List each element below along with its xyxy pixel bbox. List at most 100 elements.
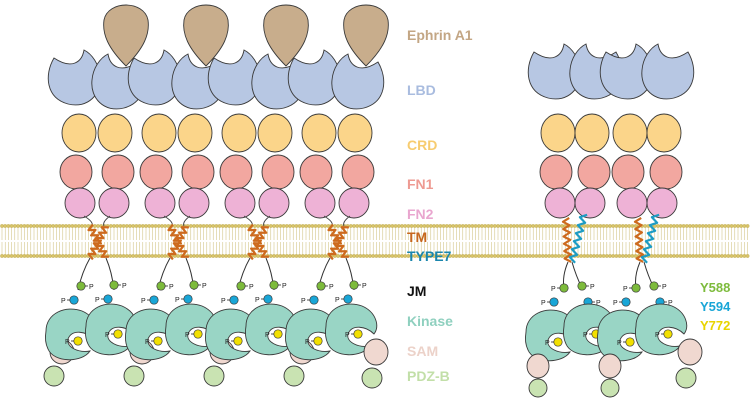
- lipid-head: [617, 224, 622, 228]
- lipid-head: [524, 224, 529, 228]
- lipid-head: [80, 254, 84, 258]
- lipid-head: [470, 224, 475, 228]
- lipid-head: [230, 224, 235, 228]
- label-type7: TYPE7: [407, 248, 452, 264]
- lipid-head: [272, 224, 276, 228]
- y588-site: [559, 283, 569, 293]
- lipid-head: [115, 224, 120, 228]
- lipid-head: [70, 224, 75, 228]
- lipid-head: [124, 224, 129, 228]
- crd-domain: [301, 113, 337, 153]
- phospho-p-label: P: [596, 300, 601, 307]
- lipid-head: [736, 254, 740, 258]
- lipid-head: [3, 254, 8, 258]
- lipid-head: [243, 224, 248, 228]
- kinase-domain: [164, 303, 218, 356]
- lipid-head: [732, 224, 737, 228]
- label-pdz-b: PDZ-B: [407, 368, 450, 384]
- lipid-head: [499, 254, 504, 258]
- fn1-domain: [649, 154, 683, 190]
- lipid-head: [704, 254, 708, 258]
- label-fn2: FN2: [407, 206, 434, 222]
- lipid-head: [524, 254, 529, 258]
- lipid-head: [192, 254, 196, 258]
- lipid-head: [528, 224, 532, 228]
- lipid-head: [32, 224, 36, 228]
- lipid-head: [374, 224, 379, 228]
- lipid-head: [156, 254, 161, 258]
- lipid-head: [41, 254, 46, 258]
- lipid-head: [659, 254, 664, 258]
- lipid-head: [704, 224, 708, 228]
- lipid-head: [745, 254, 750, 258]
- lipid-head: [137, 224, 142, 228]
- lipid-head: [150, 224, 155, 228]
- lipid-head: [198, 224, 203, 228]
- y772-site: [625, 337, 635, 347]
- lipid-head: [224, 224, 228, 228]
- crd-domain: [221, 113, 257, 153]
- lipid-head: [675, 224, 680, 228]
- phospho-p-label: P: [89, 284, 94, 291]
- lipid-head: [585, 254, 590, 258]
- tm-helix: [167, 226, 189, 261]
- lipid-head: [140, 224, 145, 228]
- lipid-head: [368, 254, 372, 258]
- lipid-head: [473, 254, 478, 258]
- lipid-head: [656, 254, 660, 258]
- lipid-head: [80, 224, 84, 228]
- lipid-head: [51, 224, 56, 228]
- lipid-head: [307, 224, 312, 228]
- lipid-head: [697, 254, 702, 258]
- lipid-head: [112, 224, 116, 228]
- lipid-head: [556, 254, 561, 258]
- lipid-head: [515, 254, 520, 258]
- y772-site: [233, 336, 243, 346]
- phospho-p-label: P: [335, 297, 340, 304]
- lipid-head: [694, 254, 699, 258]
- lipid-head: [12, 254, 17, 258]
- lipid-head: [393, 254, 398, 258]
- lipid-head: [387, 254, 392, 258]
- lipid-head: [726, 224, 731, 228]
- crd-domain: [574, 113, 610, 153]
- lipid-head: [672, 254, 676, 258]
- lipid-head: [6, 224, 11, 228]
- lipid-head: [716, 254, 721, 258]
- fn1-domain: [59, 154, 93, 190]
- lipid-head: [668, 224, 673, 228]
- y594-site: [103, 294, 113, 304]
- fn1-domain: [577, 154, 611, 190]
- lipid-head: [198, 254, 203, 258]
- lipid-head: [352, 254, 356, 258]
- lipid-head: [368, 224, 372, 228]
- lipid-head: [547, 254, 552, 258]
- lipid-head: [515, 224, 520, 228]
- lipid-head: [531, 254, 536, 258]
- lipid-head: [291, 224, 296, 228]
- lipid-head: [118, 224, 123, 228]
- lipid-head: [544, 254, 548, 258]
- lipid-head: [281, 254, 286, 258]
- lipid-head: [390, 254, 395, 258]
- phospho-p-label: P: [541, 300, 546, 307]
- lipid-head: [691, 224, 696, 228]
- phospho-p-label: P: [583, 332, 588, 339]
- lipid-head: [684, 254, 689, 258]
- lipid-head: [323, 254, 328, 258]
- type7-helix: [568, 213, 588, 264]
- lipid-head: [83, 254, 88, 258]
- lipid-head: [688, 224, 692, 228]
- lipid-head: [371, 254, 376, 258]
- lipid-head: [675, 254, 680, 258]
- ephrin-a1-ligand: [183, 4, 229, 67]
- pdz-b-domain: [675, 367, 697, 389]
- lipid-head: [137, 254, 142, 258]
- lipid-head: [57, 224, 62, 228]
- phospho-p-label: P: [145, 339, 150, 346]
- label-ephrin-a1: Ephrin A1: [407, 27, 473, 43]
- lipid-head: [556, 224, 561, 228]
- y588-site: [109, 280, 119, 290]
- lipid-head: [64, 254, 68, 258]
- lipid-head: [684, 224, 689, 228]
